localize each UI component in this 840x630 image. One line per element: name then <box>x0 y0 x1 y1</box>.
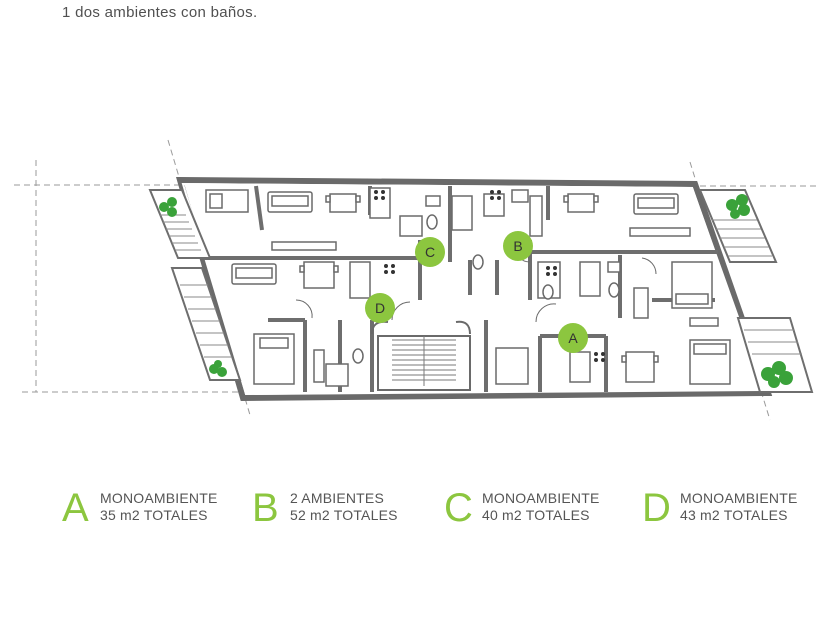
unit-tag-c-label: C <box>425 244 435 260</box>
legend-d-line1: MONOAMBIENTE <box>680 490 798 506</box>
legend-text-b: 2 AMBIENTES 52 m2 TOTALES <box>290 490 398 524</box>
unit-tag-c-circle <box>415 237 445 267</box>
unit-tag-b: B <box>503 231 533 261</box>
legend-b-line1: 2 AMBIENTES <box>290 490 385 506</box>
unit-tag-b-circle <box>503 231 533 261</box>
legend-letter-d: D <box>642 486 671 530</box>
unit-tag-d-label: D <box>375 300 385 316</box>
unit-tag-a-circle <box>558 323 588 353</box>
legend-b-line2: 52 m2 TOTALES <box>290 507 398 523</box>
legend-letter-a: A <box>62 486 89 530</box>
legend-text-a: MONOAMBIENTE 35 m2 TOTALES <box>100 490 218 524</box>
legend-c-line1: MONOAMBIENTE <box>482 490 600 506</box>
legend-letter-c: C <box>444 486 473 530</box>
balcony-left-bottom <box>170 267 242 381</box>
legend-text-c: MONOAMBIENTE 40 m2 TOTALES <box>482 490 600 524</box>
unit-tag-d-circle <box>365 293 395 323</box>
unit-tag-c: C <box>415 237 445 267</box>
unit-tag-a: A <box>558 323 588 353</box>
legend-letter-b: B <box>252 486 279 530</box>
intro-text: 1 dos ambientes con baños. <box>62 4 258 21</box>
balcony-right-top <box>698 189 778 263</box>
staircase <box>371 320 471 391</box>
stove-burners <box>374 190 605 362</box>
legend-a-line1: MONOAMBIENTE <box>100 490 218 506</box>
legend-text-d: MONOAMBIENTE 43 m2 TOTALES <box>680 490 798 524</box>
unit-tag-d: D <box>365 293 395 323</box>
legend-c-line2: 40 m2 TOTALES <box>482 507 590 523</box>
legend-a-line2: 35 m2 TOTALES <box>100 507 208 523</box>
legend-d-line2: 43 m2 TOTALES <box>680 507 788 523</box>
balcony-right-bottom <box>736 317 814 393</box>
unit-tag-b-label: B <box>513 238 522 254</box>
balcony-left-top <box>148 189 212 259</box>
furniture <box>205 187 731 387</box>
unit-tag-a-label: A <box>568 330 578 346</box>
